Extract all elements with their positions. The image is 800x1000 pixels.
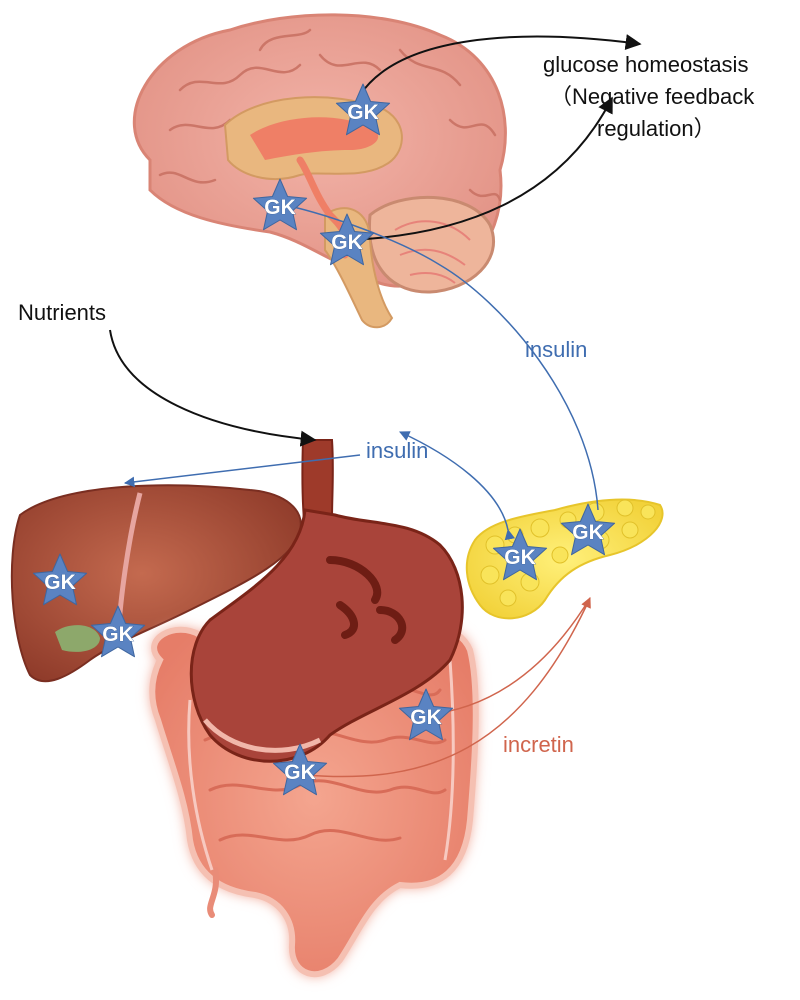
gk-marker-intestine-right: GK bbox=[398, 688, 454, 741]
gk-label: GK bbox=[44, 571, 76, 594]
arrow-insulin-to-liver bbox=[123, 454, 361, 488]
label-insulin-brain: insulin bbox=[525, 337, 587, 362]
gk-marker-brain-hypothalamus: GK bbox=[252, 178, 308, 231]
arrow-insulin-pancreas-loop bbox=[399, 431, 516, 541]
arrow-incretin-1 bbox=[304, 597, 591, 778]
label-incretin: incretin bbox=[503, 732, 574, 757]
liver bbox=[10, 484, 302, 683]
label-insulin-liver: insulin bbox=[366, 438, 428, 463]
gk-label: GK bbox=[264, 196, 296, 219]
brain-cerebellum bbox=[367, 195, 496, 294]
stomach bbox=[189, 439, 464, 763]
arrows bbox=[109, 34, 642, 778]
gk-star-icon bbox=[90, 605, 146, 658]
label-regulation: regulation） bbox=[597, 116, 716, 141]
gk-marker-intestine-center: GK bbox=[272, 743, 328, 796]
gk-markers: GK GK GK GK GK GK GK GK GK bbox=[32, 83, 616, 796]
gk-marker-liver-right: GK bbox=[90, 605, 146, 658]
gk-marker-pancreas-tail: GK bbox=[560, 503, 616, 556]
pancreas bbox=[465, 498, 664, 620]
label-nutrients: Nutrients bbox=[18, 300, 106, 325]
gk-marker-pancreas-head: GK bbox=[492, 528, 548, 581]
arrow-insulin-to-brain bbox=[283, 201, 599, 511]
gk-marker-brain-cortex: GK bbox=[335, 83, 391, 136]
gk-marker-brainstem: GK bbox=[319, 213, 375, 266]
esophagus bbox=[301, 439, 334, 521]
stomach-body bbox=[189, 508, 464, 763]
gk-label: GK bbox=[284, 761, 316, 784]
gk-star-icon bbox=[319, 213, 375, 266]
gallbladder bbox=[55, 625, 100, 652]
gk-star-icon bbox=[560, 503, 616, 556]
gk-star-icon bbox=[32, 553, 88, 606]
gk-label: GK bbox=[504, 546, 536, 569]
arrow-brain-to-homeostasis bbox=[359, 34, 642, 96]
gk-label: GK bbox=[347, 101, 379, 124]
gk-star-icon bbox=[398, 688, 454, 741]
gk-marker-liver-left: GK bbox=[32, 553, 88, 606]
label-glucose-homeostasis: glucose homeostasis bbox=[543, 52, 748, 77]
gk-star-icon bbox=[492, 528, 548, 581]
brain bbox=[132, 13, 507, 329]
gk-label: GK bbox=[331, 231, 363, 254]
gk-label: GK bbox=[410, 706, 442, 729]
gk-star-icon bbox=[272, 743, 328, 796]
arrow-nutrients-to-stomach bbox=[109, 329, 317, 447]
label-negative-feedback: （Negative feedback bbox=[550, 84, 755, 109]
arrow-brainstem-to-feedback bbox=[349, 96, 613, 241]
gk-label: GK bbox=[572, 521, 604, 544]
gk-star-icon bbox=[335, 83, 391, 136]
gk-star-icon bbox=[252, 178, 308, 231]
gk-label: GK bbox=[102, 623, 134, 646]
